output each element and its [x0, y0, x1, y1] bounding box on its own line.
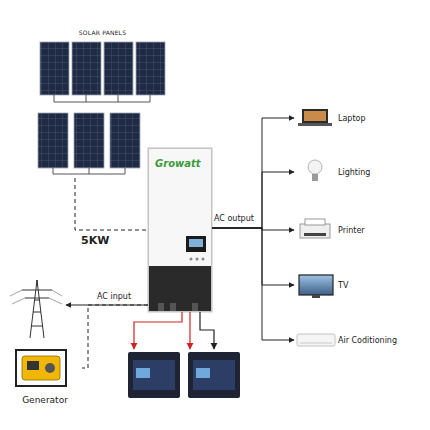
connector — [212, 172, 294, 228]
air-conditioner-icon — [297, 334, 335, 346]
node-text: SOLAR PANELS — [30, 29, 175, 36]
connector — [212, 118, 294, 228]
load-item: TV — [294, 273, 348, 297]
load-item: Laptop — [294, 106, 366, 130]
battery-pack — [128, 352, 240, 398]
connector — [212, 228, 294, 340]
inverter-box: Growatt — [148, 148, 212, 312]
bulb-icon — [308, 160, 322, 181]
load-item: Printer — [294, 218, 365, 242]
laptop-icon — [298, 109, 332, 126]
node-text: Generator — [8, 395, 82, 405]
node-text: Growatt — [155, 158, 211, 169]
node-text: Laptop — [338, 114, 366, 123]
solar-panel-array — [38, 42, 165, 174]
ac-input-line — [66, 305, 148, 306]
node-text: TV — [338, 281, 348, 290]
tv-icon — [299, 275, 333, 298]
printer-icon — [300, 219, 330, 238]
generator-icon — [16, 350, 66, 386]
load-item: Air Coditioning — [294, 328, 397, 352]
node-text: Lighting — [338, 168, 370, 177]
load-item: Lighting — [294, 160, 370, 184]
connector — [75, 178, 148, 230]
edge-label: AC input — [96, 292, 132, 301]
power-pylon — [10, 280, 62, 338]
battery-wires — [134, 312, 214, 349]
node-text: Air Coditioning — [338, 336, 397, 345]
node-text: Printer — [338, 226, 365, 235]
connector — [212, 228, 294, 285]
generator-item: Generator — [8, 344, 82, 414]
inverter-body — [148, 148, 212, 312]
connector — [82, 305, 148, 368]
panel-group: SOLAR PANELS — [30, 28, 175, 178]
annotation-label: AC output — [213, 214, 255, 223]
edge-label: 5KW — [80, 234, 110, 247]
